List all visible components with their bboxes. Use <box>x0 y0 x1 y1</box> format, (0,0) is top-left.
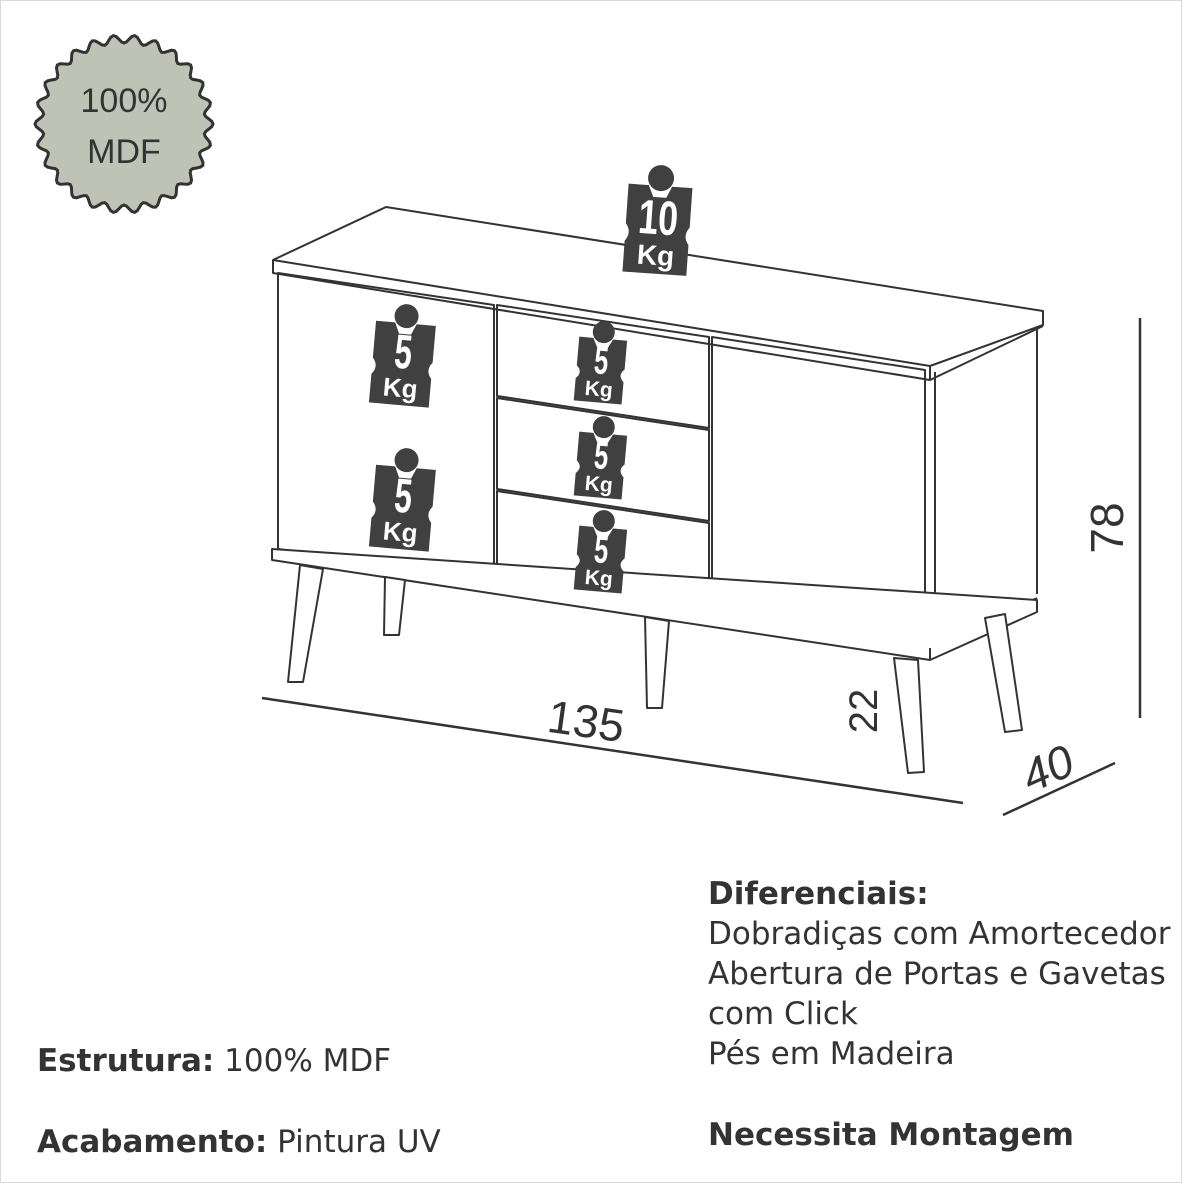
weight-tag-drawer-1: 5Kg <box>573 321 628 405</box>
weight-tag-knob <box>592 416 615 439</box>
weight-tag-value: 5 <box>592 527 610 572</box>
width-dimension-line <box>261 696 964 805</box>
depth-dimension-line <box>1002 761 1116 817</box>
weight-tag-knob <box>648 165 675 192</box>
depth-label: 40 <box>1014 734 1082 802</box>
weight-tag-unit: Kg <box>584 566 614 591</box>
weight-tag-unit: Kg <box>636 239 675 273</box>
diferencial-item: com Click <box>708 996 858 1032</box>
diferencial-item: Pés em Madeira <box>708 1036 955 1072</box>
width-label: 135 <box>545 690 628 752</box>
weight-tag-unit: Kg <box>584 472 614 497</box>
weight-tag-knob <box>592 510 615 533</box>
weight-tag-body <box>573 336 628 405</box>
weight-tag-body <box>368 320 436 408</box>
drawer-1 <box>496 304 710 429</box>
weight-tag-body <box>573 525 628 594</box>
seal-line-2: MDF <box>87 133 161 171</box>
acabamento-spec: Acabamento: Pintura UV <box>37 1122 441 1162</box>
weight-tag-body <box>368 464 436 552</box>
weight-tag-knob <box>394 448 419 473</box>
weight-tag-knob <box>592 321 615 344</box>
leg-back-right <box>984 613 1023 733</box>
weight-tag-knob <box>394 304 419 329</box>
estrutura-value: 100% MDF <box>224 1043 392 1079</box>
estrutura-label: Estrutura: <box>37 1043 215 1079</box>
weight-tag-unit: Kg <box>584 377 614 402</box>
base-plinth <box>271 548 1038 661</box>
weight-tag-body <box>573 431 628 500</box>
dimension-lines <box>261 318 1142 817</box>
weight-tag-door-upper: 5Kg <box>368 304 436 408</box>
diferencial-item: Dobradiças com Amortecedor <box>708 916 1171 952</box>
weight-tag-drawer-3: 5Kg <box>573 510 628 594</box>
estrutura-spec: Estrutura: 100% MDF <box>37 1041 391 1081</box>
height-label: 78 <box>1081 502 1133 553</box>
drawer-2 <box>496 397 710 522</box>
weight-tag-door-lower: 5Kg <box>368 448 436 552</box>
diferenciais-title: Diferenciais: <box>708 876 929 912</box>
leg-back-left <box>383 576 406 636</box>
leg-front-left <box>287 564 324 683</box>
leg-back-center <box>644 616 670 709</box>
leg-front-right <box>893 657 925 774</box>
diferenciais-block: Diferenciais: Dobradiças com Amortecedor… <box>708 874 1171 1074</box>
acabamento-label: Acabamento: <box>37 1124 268 1160</box>
weight-tag-value: 5 <box>392 324 414 380</box>
montagem-note: Necessita Montagem <box>708 1115 1074 1155</box>
weight-tag-unit: Kg <box>382 371 419 404</box>
weight-tag-value: 5 <box>592 433 610 478</box>
weight-tag-unit: Kg <box>382 515 419 548</box>
seal-line-1: 100% <box>81 82 168 120</box>
weight-tag-value: 5 <box>592 338 610 383</box>
weight-tag-body <box>622 183 693 276</box>
mdf-seal: 100% MDF <box>33 33 215 215</box>
acabamento-value: Pintura UV <box>277 1124 441 1160</box>
weight-tag-value: 10 <box>637 190 680 246</box>
weight-tag-value: 5 <box>392 468 414 524</box>
diferencial-item: Abertura de Portas e Gavetas <box>708 956 1166 992</box>
leg-height-label: 22 <box>842 689 886 734</box>
top-slab <box>272 206 1044 367</box>
top-slab-right-edge <box>929 325 1044 381</box>
seal-badge <box>33 33 215 215</box>
montagem-note-text: Necessita Montagem <box>708 1117 1074 1153</box>
weight-tag-drawer-2: 5Kg <box>573 416 628 500</box>
